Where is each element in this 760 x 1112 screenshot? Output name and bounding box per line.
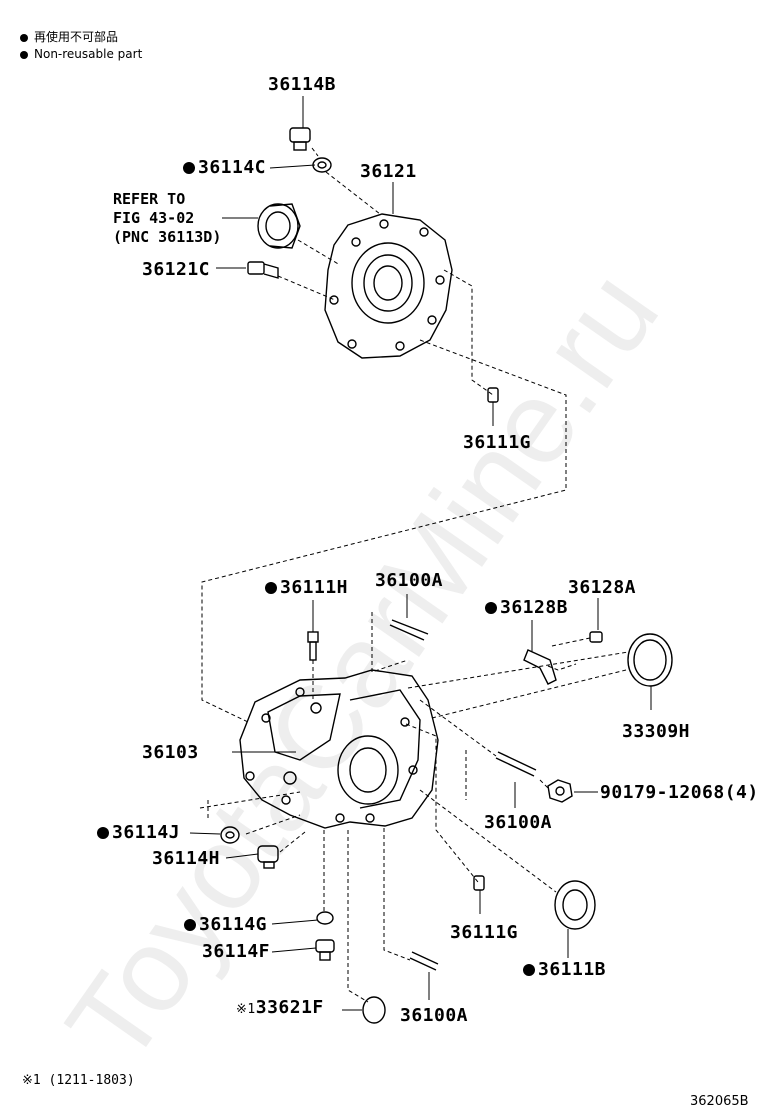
part-label-36103[interactable]: 36103 — [142, 742, 199, 763]
part-label-33309H[interactable]: 33309H — [622, 721, 691, 742]
refer-line-1: REFER TO — [113, 190, 186, 208]
plug-36114B-drawing — [289, 127, 311, 151]
legend-jp-text: 再使用不可部品 — [34, 30, 119, 44]
part-label-36114G[interactable]: 36114G — [184, 914, 267, 935]
seal-33309H-drawing — [627, 633, 673, 687]
gasket-36114G-drawing — [316, 911, 334, 925]
part-label-36111B[interactable]: 36111B — [523, 959, 606, 980]
part-number: 36114C — [198, 157, 267, 178]
part-label-36111G-bottom[interactable]: 36111G — [450, 922, 519, 943]
part-label-36114J[interactable]: 36114J — [97, 822, 180, 843]
stud-36100A-top-drawing — [389, 619, 429, 641]
part-number: 36111B — [538, 959, 607, 980]
part-label-36121C[interactable]: 36121C — [142, 259, 211, 280]
part-label-36128B[interactable]: 36128B — [485, 597, 568, 618]
part-label-90179-12068[interactable]: 90179-12068(4) — [600, 782, 759, 803]
part-label-33621F[interactable]: ※133621F — [236, 997, 324, 1018]
non-reusable-bullet-icon — [20, 50, 28, 59]
oil-seal-drawing — [257, 203, 301, 249]
bolt-36121C-drawing — [247, 261, 279, 279]
plug-33621F-drawing — [362, 996, 386, 1024]
part-number: 36111H — [280, 577, 349, 598]
stud-36100A-mid-drawing — [495, 751, 537, 777]
part-number: 36114J — [112, 822, 181, 843]
part-label-36111G-top[interactable]: 36111G — [463, 432, 532, 453]
legend-jp: 再使用不可部品 — [20, 30, 118, 45]
part-label-36121[interactable]: 36121 — [360, 161, 417, 182]
nut-90179-drawing — [547, 779, 573, 803]
part-number: 36128B — [500, 597, 569, 618]
bracket-36128B-drawing — [523, 649, 557, 685]
stud-36100A-bottom-drawing — [409, 951, 439, 971]
pin-36111G-bottom-drawing — [473, 875, 485, 891]
case-36103-drawing — [239, 669, 439, 829]
part-label-36114C[interactable]: 36114C — [183, 157, 266, 178]
plug-36114H-drawing — [257, 845, 279, 869]
part-label-36114H[interactable]: 36114H — [152, 848, 221, 869]
refer-line-2: FIG 43-02 — [113, 209, 195, 227]
part-label-36128A[interactable]: 36128A — [568, 577, 637, 598]
breather-36111H-drawing — [307, 631, 319, 661]
legend-en: Non-reusable part — [20, 47, 142, 62]
part-number: 33621F — [255, 997, 324, 1018]
part-label-36114B[interactable]: 36114B — [268, 74, 337, 95]
footnote-marker: ※1 — [236, 1002, 256, 1017]
non-reusable-bullet-icon — [184, 919, 196, 931]
plug-36114F-drawing — [315, 939, 335, 961]
bolt-36128A-drawing — [589, 631, 603, 643]
part-label-36100A-mid[interactable]: 36100A — [484, 812, 553, 833]
gasket-36114J-drawing — [220, 826, 240, 844]
legend-en-text: Non-reusable part — [34, 47, 143, 61]
part-label-36100A-top[interactable]: 36100A — [375, 570, 444, 591]
non-reusable-bullet-icon — [20, 33, 28, 42]
refer-line-3: (PNC 36113D) — [113, 228, 222, 246]
part-label-36100A-bottom[interactable]: 36100A — [400, 1005, 469, 1026]
refer-note: REFER TO FIG 43-02 (PNC 36113D) — [113, 190, 221, 247]
gasket-36114C-drawing — [312, 157, 332, 173]
figure-code: 362065B — [690, 1094, 749, 1109]
non-reusable-bullet-icon — [523, 964, 535, 976]
part-label-36111H[interactable]: 36111H — [265, 577, 348, 598]
footnote: ※1 (1211-1803) — [22, 1073, 135, 1088]
non-reusable-bullet-icon — [265, 582, 277, 594]
part-label-36114F[interactable]: 36114F — [202, 941, 271, 962]
part-number: 36114G — [199, 914, 268, 935]
seal-36111B-drawing — [554, 880, 596, 930]
non-reusable-bullet-icon — [183, 162, 195, 174]
pin-36111G-top-drawing — [487, 387, 499, 403]
non-reusable-bullet-icon — [97, 827, 109, 839]
non-reusable-bullet-icon — [485, 602, 497, 614]
cover-36121-drawing — [324, 213, 453, 359]
